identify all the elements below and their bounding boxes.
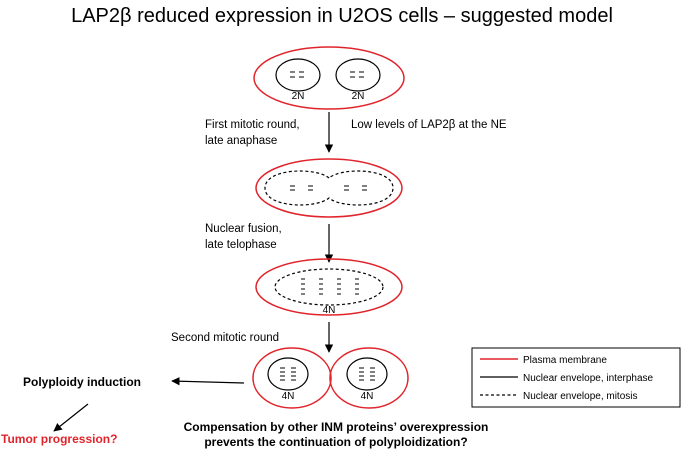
stage4-cell-left: 4N [252, 347, 332, 409]
ploidy-label: 4N [323, 305, 336, 316]
legend-item-plasma: Plasma membrane [523, 355, 607, 366]
ploidy-label: 4N [282, 391, 295, 402]
legend: Plasma membrane Nuclear envelope, interp… [471, 347, 681, 408]
legend-item-mitosis: Nuclear envelope, mitosis [523, 391, 638, 402]
step2-label-line1: Nuclear fusion, [205, 223, 282, 235]
chromosome-marks [359, 367, 375, 381]
plasma-membrane [255, 158, 403, 218]
arrow-left [171, 377, 245, 386]
chromosome-marks [301, 278, 359, 295]
nucleus-interphase [275, 58, 321, 92]
nuclear-envelope-mitosis [264, 170, 394, 206]
plasma-membrane [329, 347, 409, 409]
arrow-diagonal [53, 403, 89, 432]
step1-label-line1: First mitotic round, [205, 119, 300, 131]
nucleus-interphase [267, 357, 309, 391]
ploidy-label: 2N [352, 91, 365, 102]
stage3-cell: 4N [255, 258, 403, 316]
chromosome-marks [290, 185, 367, 191]
step1-note: Low levels of LAP2β at the NE [351, 119, 507, 131]
stage4-cell-right: 4N [329, 347, 409, 409]
step1-label-line2: late anaphase [205, 135, 277, 147]
legend-item-interphase: Nuclear envelope, interphase [523, 373, 654, 384]
nucleus-interphase [335, 58, 381, 92]
compensation-line1: Compensation by other INM proteins’ over… [184, 420, 489, 434]
compensation-line2: prevents the continuation of polyploidiz… [204, 435, 467, 449]
plasma-membrane [252, 347, 332, 409]
plasma-membrane [255, 258, 403, 316]
step3-label: Second mitotic round [171, 332, 279, 344]
stage1-cell: 2N 2N [253, 46, 405, 110]
plasma-membrane [253, 46, 405, 110]
diagram-title: LAP2β reduced expression in U2OS cells –… [71, 5, 613, 27]
tumor-label: Tumor progression? [1, 432, 117, 446]
nucleus-interphase [346, 357, 388, 391]
chromosome-marks [280, 367, 296, 381]
nuclear-envelope-mitosis [274, 268, 384, 306]
step2-label-line2: late telophase [205, 239, 277, 251]
ploidy-label: 2N [292, 91, 305, 102]
polyploidy-label: Polyploidy induction [23, 375, 141, 389]
chromosome-marks [290, 71, 364, 78]
stage2-cell [255, 158, 403, 218]
ploidy-label: 4N [361, 391, 374, 402]
